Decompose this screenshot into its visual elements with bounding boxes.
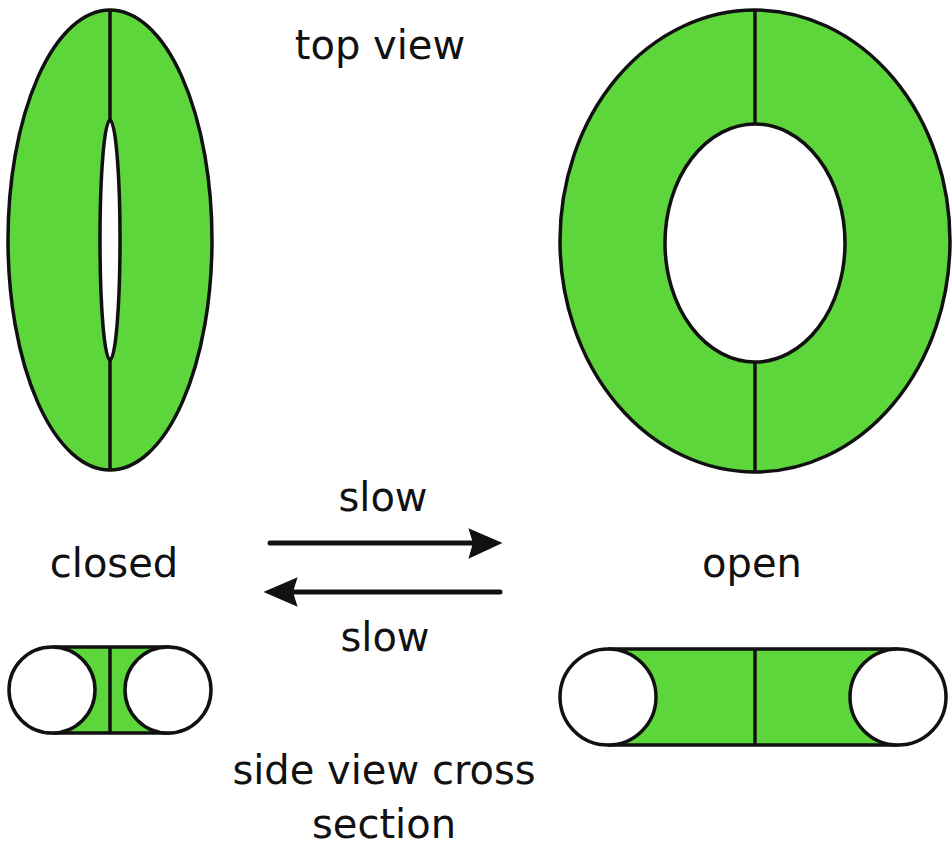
state-label: closed bbox=[4, 536, 224, 590]
view-label: side view cross section bbox=[224, 743, 544, 850]
state-label: open bbox=[652, 536, 852, 590]
open-stoma-section bbox=[560, 649, 946, 745]
rate-label: slow bbox=[285, 610, 485, 664]
forward-arrow bbox=[270, 530, 500, 557]
reverse-arrow bbox=[266, 579, 500, 605]
closed-stoma-section bbox=[9, 647, 211, 733]
closed-stoma-top bbox=[8, 10, 212, 470]
rate-label: slow bbox=[283, 470, 483, 524]
open-stoma-top bbox=[560, 10, 950, 472]
view-label: top view bbox=[230, 18, 530, 72]
